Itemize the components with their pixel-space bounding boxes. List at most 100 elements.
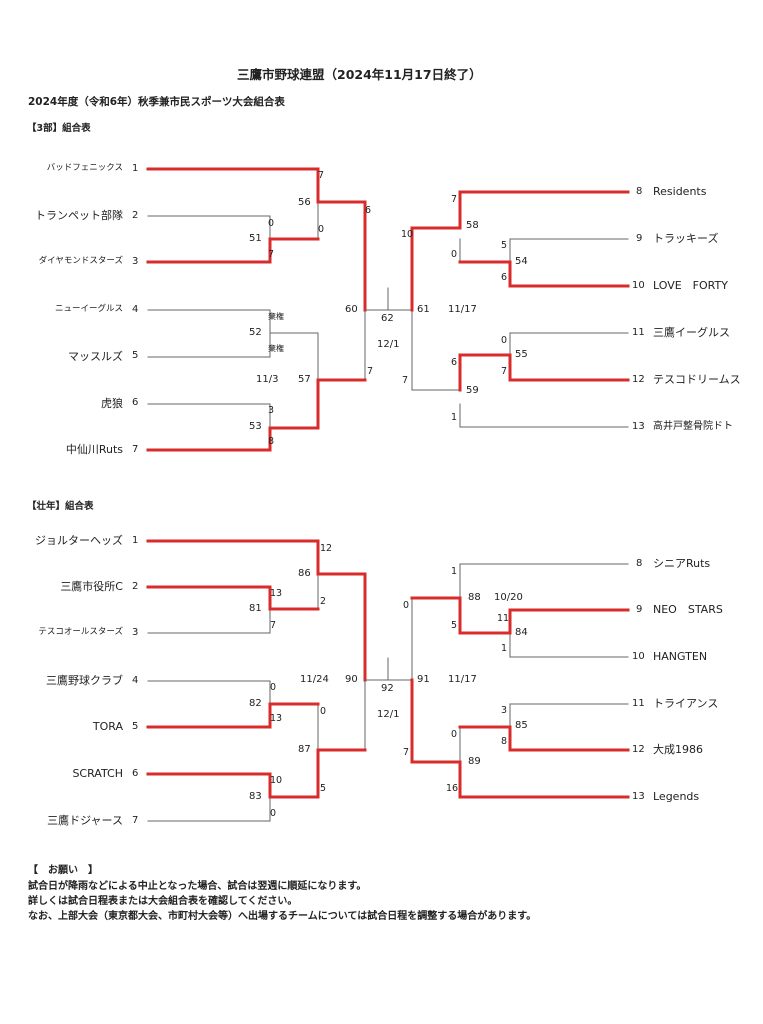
team-name: 三鷹イーグルス (653, 326, 730, 339)
match-number: 52 (249, 327, 262, 338)
match-number: 82 (249, 698, 262, 709)
team-name: ダイヤモンドスターズ (38, 256, 123, 266)
match-score: 7 (451, 194, 458, 205)
match-score: 0 (451, 249, 458, 260)
match-score: 棄権 (268, 312, 284, 321)
notes-line: 試合日が降雨などによる中止となった場合、試合は翌週に順延になります。 (28, 881, 367, 892)
match-score: 16 (446, 783, 459, 794)
match-number: 81 (249, 603, 262, 614)
match-number: 86 (298, 568, 311, 579)
round-date: 11/3 (256, 374, 279, 385)
match-score: 6 (451, 357, 458, 368)
match-score: 8 (268, 436, 275, 447)
round-date: 11/17 (448, 304, 477, 315)
match-score: 0 (270, 682, 277, 693)
match-score: 7 (318, 170, 325, 181)
team-name: バッドフェニックス (46, 163, 123, 173)
team-name: テスコオールスターズ (38, 627, 123, 637)
match-number: 59 (466, 385, 479, 396)
match-number: 91 (417, 674, 430, 685)
seed-number: 12 (632, 374, 645, 385)
match-score: 7 (501, 366, 508, 377)
match-score: 12 (320, 543, 333, 554)
match-score: 10 (401, 229, 414, 240)
final-match-number: 62 (381, 313, 394, 324)
seed-number: 9 (636, 604, 643, 615)
match-score: 0 (268, 218, 275, 229)
match-score: 0 (318, 224, 325, 235)
team-name: HANGTEN (653, 650, 708, 663)
seed-number: 8 (636, 186, 643, 197)
team-name: マッスルズ (68, 350, 123, 363)
team-name: ジョルターヘッズ (35, 534, 123, 547)
seed-number: 7 (132, 815, 139, 826)
match-number: 89 (468, 756, 481, 767)
team-name: SCRATCH (72, 767, 123, 780)
match-score: 7 (367, 366, 374, 377)
seed-number: 11 (632, 327, 645, 338)
match-number: 87 (298, 744, 311, 755)
match-score: 0 (320, 706, 327, 717)
match-score: 13 (270, 713, 283, 724)
round-date: 10/20 (494, 592, 523, 603)
match-number: 53 (249, 421, 262, 432)
match-score: 7 (403, 747, 410, 758)
team-name: 高井戸整骨院ドト (653, 421, 733, 432)
match-number: 56 (298, 197, 311, 208)
page-title: 三鷹市野球連盟（2024年11月17日終了） (237, 67, 482, 82)
final-date: 12/1 (377, 339, 400, 350)
seed-number: 13 (632, 791, 645, 802)
match-score: 棄権 (268, 344, 284, 353)
match-score: 6 (365, 205, 372, 216)
seed-number: 3 (132, 256, 139, 267)
team-name: トライアンス (653, 697, 719, 710)
match-score: 0 (501, 335, 508, 346)
team-name: シニアRuts (653, 557, 711, 570)
match-number: 58 (466, 220, 479, 231)
team-name: 三鷹ドジャース (47, 814, 123, 827)
team-name: トランペット部隊 (35, 209, 123, 222)
team-name: TORA (92, 720, 123, 733)
match-score: 0 (270, 808, 277, 819)
final-match-number: 92 (381, 683, 394, 694)
match-score: 0 (403, 600, 410, 611)
seed-number: 10 (632, 651, 645, 662)
match-number: 51 (249, 233, 262, 244)
seed-number: 10 (632, 280, 645, 291)
seed-number: 2 (132, 210, 139, 221)
seed-number: 2 (132, 581, 139, 592)
team-name: Legends (653, 790, 700, 803)
notes-line: なお、上部大会（東京都大会、市町村大会等）へ出場するチームについては試合日程を調… (28, 911, 537, 922)
match-score: 5 (320, 783, 327, 794)
match-score: 1 (451, 566, 458, 577)
seed-number: 8 (636, 558, 643, 569)
match-number: 55 (515, 349, 528, 360)
page-subtitle: 2024年度（令和6年）秋季兼市民スポーツ大会組合表 (28, 96, 285, 108)
seed-number: 13 (632, 421, 645, 432)
section-label-3bu: 【3部】組合表 (27, 123, 91, 134)
seed-number: 5 (132, 721, 139, 732)
round-date: 11/17 (448, 674, 477, 685)
match-score: 1 (451, 412, 458, 423)
match-number: 61 (417, 304, 430, 315)
match-score: 7 (402, 375, 409, 386)
round-date: 11/24 (300, 674, 329, 685)
match-number: 83 (249, 791, 262, 802)
match-number: 60 (345, 304, 358, 315)
team-name: 大成1986 (653, 743, 703, 756)
match-score: 10 (270, 775, 283, 786)
seed-number: 6 (132, 397, 139, 408)
match-score: 1 (501, 643, 508, 654)
seed-number: 6 (132, 768, 139, 779)
match-number: 85 (515, 720, 528, 731)
match-number: 84 (515, 627, 528, 638)
team-name: LOVE FORTY (653, 279, 728, 292)
seed-number: 11 (632, 698, 645, 709)
team-name: 虎狼 (101, 397, 123, 410)
team-name: 三鷹野球クラブ (46, 674, 123, 687)
match-score: 8 (501, 736, 508, 747)
team-name: Residents (653, 185, 707, 198)
match-score: 13 (270, 588, 283, 599)
notes-line: 詳しくは試合日程表または大会組合表を確認してください。 (28, 896, 298, 907)
team-name: NEO STARS (653, 603, 723, 616)
